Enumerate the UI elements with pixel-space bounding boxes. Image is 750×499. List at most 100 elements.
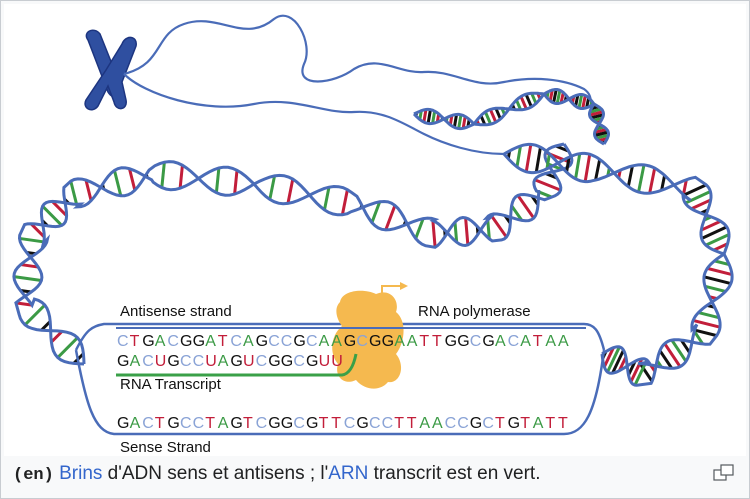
base-pair-rung bbox=[340, 189, 349, 215]
helix-backbone bbox=[14, 142, 565, 365]
base-pair-rung bbox=[56, 336, 79, 359]
base-pair-rung bbox=[693, 330, 704, 345]
base-pair-rung bbox=[594, 127, 608, 134]
base-pair-rung bbox=[178, 165, 184, 189]
link-brins[interactable]: Brins bbox=[59, 463, 103, 484]
base-pair-rung bbox=[69, 180, 79, 208]
base-pair-rung bbox=[494, 107, 502, 120]
base-pair-rung bbox=[590, 113, 604, 120]
helix-backbone bbox=[12, 143, 574, 366]
base-pair-rung bbox=[534, 178, 562, 192]
base-pair-rung bbox=[384, 204, 397, 231]
base-pair-rung bbox=[594, 159, 602, 181]
base-pair-rung bbox=[703, 275, 732, 285]
base-pair-rung bbox=[488, 108, 498, 123]
base-pair-rung bbox=[574, 94, 580, 107]
chromatin-thread bbox=[123, 14, 596, 156]
base-pair-rung bbox=[84, 179, 93, 201]
base-pair-rung bbox=[40, 320, 52, 332]
base-pair-rung bbox=[581, 95, 587, 109]
base-pair-rung bbox=[704, 284, 726, 293]
base-pair-rung bbox=[574, 153, 582, 180]
base-pair-rung bbox=[611, 349, 625, 374]
base-pair-rung bbox=[29, 222, 46, 239]
base-pair-rung bbox=[577, 94, 584, 109]
base-pair-rung bbox=[700, 225, 728, 240]
base-pair-rung bbox=[422, 109, 428, 123]
base-pair-rung bbox=[705, 233, 730, 247]
base-pair-rung bbox=[214, 167, 221, 193]
rna-transcript-label: RNA Transcript bbox=[120, 376, 222, 393]
base-pair-rung bbox=[510, 204, 524, 222]
rna-backbone[interactable] bbox=[116, 353, 358, 377]
base-pair-rung bbox=[19, 236, 47, 244]
rna-polymerase-label: RNA polymerase bbox=[418, 303, 531, 320]
base-pair-rung bbox=[626, 165, 634, 187]
base-pair-rung bbox=[431, 220, 437, 248]
base-pair-rung bbox=[515, 99, 523, 111]
rna-polymerase-icon bbox=[332, 282, 408, 389]
base-pair-rung bbox=[486, 219, 491, 240]
base-pair-rung bbox=[583, 153, 592, 182]
sense-strand-label: Sense Strand bbox=[120, 439, 211, 456]
base-pair-rung bbox=[648, 167, 657, 194]
base-pair-rung bbox=[457, 114, 463, 129]
base-pair-rung bbox=[555, 89, 562, 104]
base-pair-rung bbox=[489, 213, 508, 238]
base-pair-rung bbox=[552, 89, 558, 104]
base-pair-rung bbox=[713, 242, 729, 252]
base-pair-rung bbox=[595, 133, 609, 140]
base-pair-rung bbox=[698, 311, 720, 320]
base-pair-rung bbox=[660, 175, 667, 191]
base-pair-rung bbox=[13, 275, 42, 282]
base-pair-rung bbox=[113, 170, 123, 197]
base-pair-rung bbox=[681, 179, 688, 195]
base-pair-rung bbox=[534, 146, 542, 173]
chromosome-icon bbox=[84, 29, 137, 111]
base-pair-rung bbox=[700, 219, 722, 232]
base-pair-rung bbox=[41, 205, 63, 227]
base-pair-rung bbox=[426, 109, 432, 124]
base-pair-rung bbox=[15, 301, 33, 307]
base-pair-rung bbox=[516, 194, 535, 219]
base-pair-rung bbox=[706, 266, 733, 276]
base-pair-rung bbox=[479, 114, 487, 126]
base-pair-rung bbox=[519, 95, 528, 110]
base-pair-rung bbox=[23, 303, 46, 326]
caption-text-2: transcrit est en vert. bbox=[368, 463, 541, 484]
base-pair-rung bbox=[286, 178, 295, 204]
language-tag: (en) bbox=[13, 466, 54, 485]
base-pair-rung bbox=[692, 319, 721, 329]
base-pair-rung bbox=[690, 198, 712, 211]
base-pair-rung bbox=[160, 162, 166, 188]
base-pair-rung bbox=[128, 168, 137, 191]
magnify-clip-icon[interactable] bbox=[713, 464, 735, 482]
base-pair-rung bbox=[530, 92, 538, 105]
base-pair-rung bbox=[606, 346, 621, 373]
base-pair-rung bbox=[658, 349, 673, 370]
figure-caption: (en) Brins d'ADN sens et antisens ; l'AR… bbox=[13, 463, 713, 489]
base-pair-rung bbox=[548, 89, 554, 102]
base-pair-rung bbox=[637, 164, 646, 193]
base-pair-rung bbox=[565, 156, 571, 173]
base-pair-rung bbox=[670, 339, 688, 363]
link-arn[interactable]: ARN bbox=[328, 463, 369, 484]
base-pair-rung bbox=[233, 170, 239, 195]
base-pair-rung bbox=[602, 347, 615, 368]
base-pair-rung bbox=[431, 110, 437, 124]
base-pair-rung bbox=[370, 201, 382, 224]
base-pair-rung bbox=[524, 144, 533, 173]
base-pair-rung bbox=[515, 145, 522, 168]
base-pair-rung bbox=[589, 110, 604, 117]
base-pair-rung bbox=[20, 263, 39, 269]
base-pair-rung bbox=[545, 153, 551, 170]
